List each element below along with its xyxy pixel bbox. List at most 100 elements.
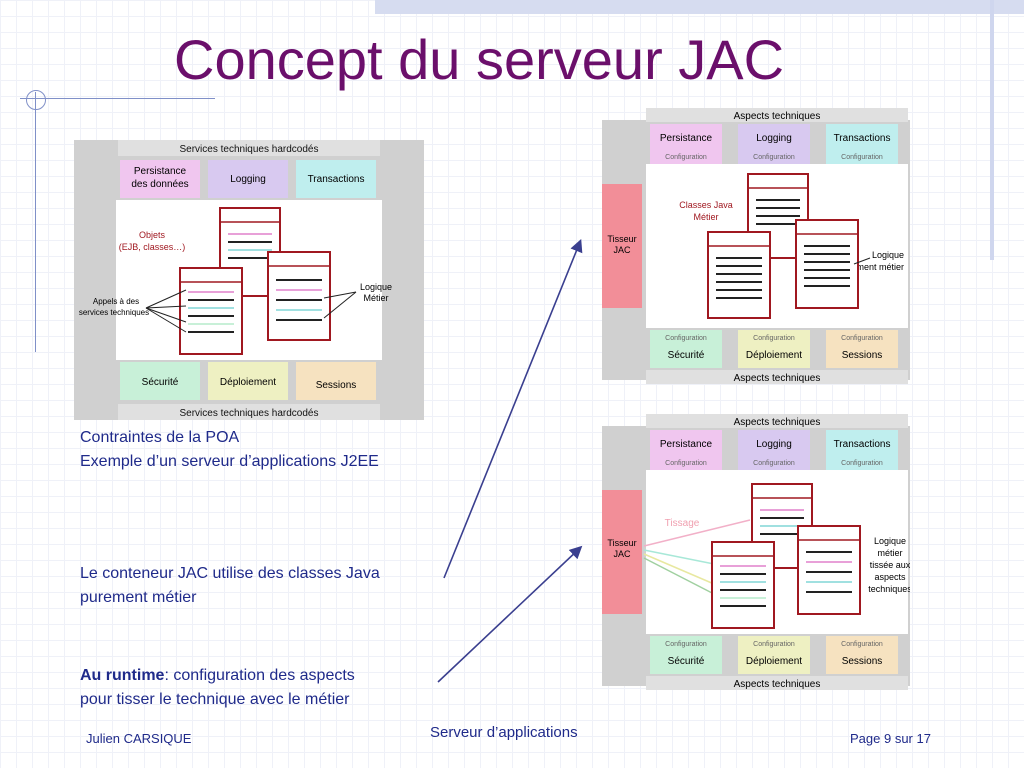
top-band <box>646 108 908 122</box>
aspect-persistance <box>650 430 722 470</box>
footer-title: Serveur d’applications <box>430 724 578 741</box>
logique-label-5: techniques <box>868 584 910 594</box>
diagram-jac-runtime: Aspects techniques Aspects techniques Ti… <box>602 414 910 690</box>
transactions-label: Transactions <box>834 439 891 450</box>
logique-label-2: Métier <box>363 293 388 303</box>
caption-runtime-line1: Au runtime: configuration des aspects <box>80 664 355 688</box>
runtime-bold: Au runtime <box>80 667 165 684</box>
aspect-transactions <box>826 430 898 470</box>
config-label-5: Configuration <box>753 641 795 648</box>
classes-label-2: Métier <box>693 212 718 222</box>
caption-jac-line1: Le conteneur JAC utilise des classes Jav… <box>80 565 380 582</box>
top-band-label: Aspects techniques <box>734 417 821 428</box>
logging-label: Logging <box>230 174 266 185</box>
logique-label-2: métier <box>877 548 902 558</box>
doc-object-2 <box>179 267 243 355</box>
arrow-to-business <box>443 239 583 579</box>
persistance-label-2: des données <box>131 179 188 190</box>
config-label-2: Configuration <box>753 460 795 467</box>
transactions-label: Transactions <box>308 174 365 185</box>
slide-title: Concept du serveur JAC <box>174 28 785 91</box>
caption-poa-line1: Contraintes de la POA <box>80 429 240 446</box>
aspect-persistance <box>650 124 722 164</box>
footer-page: Page 9 sur 17 <box>850 731 931 746</box>
title-rule <box>20 98 215 99</box>
service-deploiement <box>208 362 288 400</box>
footer-author: Julien CARSIQUE <box>86 731 192 746</box>
config-label-5: Configuration <box>753 335 795 342</box>
config-label-6: Configuration <box>841 335 883 342</box>
appels-label-1: Appels à des <box>93 297 139 306</box>
tisseur-label-2: JAC <box>613 549 631 559</box>
logging-label: Logging <box>756 133 792 144</box>
bottom-band <box>646 676 908 690</box>
sessions-label: Sessions <box>842 656 883 667</box>
aspect-deploiement <box>738 330 810 368</box>
config-label-1: Configuration <box>665 154 707 161</box>
config-label-3: Configuration <box>841 460 883 467</box>
right-decor-line <box>990 0 994 260</box>
doc-class-3 <box>795 219 859 309</box>
config-label-6: Configuration <box>841 641 883 648</box>
deploiement-label: Déploiement <box>746 350 802 361</box>
config-label-2: Configuration <box>753 154 795 161</box>
call-arrows <box>145 289 357 333</box>
logique-label-3: tissée aux <box>870 560 910 570</box>
doc-woven-2 <box>711 541 775 629</box>
securite-label: Sécurité <box>142 377 179 388</box>
bottom-band-label: Services techniques hardcodés <box>180 408 319 419</box>
logique-label-1: Logique <box>874 536 906 546</box>
aspect-securite <box>650 636 722 674</box>
top-band-label: Services techniques hardcodés <box>180 144 319 155</box>
config-label-4: Configuration <box>665 335 707 342</box>
arrow-to-runtime <box>437 545 583 683</box>
persistance-label: Persistance <box>660 439 713 450</box>
tisseur-label-1: Tisseur <box>607 234 636 244</box>
logique-label-1: Logique <box>872 250 904 260</box>
aspect-transactions <box>826 124 898 164</box>
aspect-sessions <box>826 330 898 368</box>
tisseur-block <box>602 184 642 308</box>
appels-label-2: services techniques <box>79 308 149 317</box>
tisseur-block <box>602 490 642 614</box>
aspect-securite <box>650 330 722 368</box>
caption-jac-line2: purement métier <box>80 589 197 606</box>
persistance-label-1: Persistance <box>134 166 187 177</box>
top-decor-bar <box>375 0 1024 14</box>
objets-label-1: Objets <box>139 230 166 240</box>
service-securite <box>120 362 200 400</box>
doc-woven-3 <box>797 525 861 615</box>
aspect-logging <box>738 124 810 164</box>
aspect-logging <box>738 430 810 470</box>
logging-label: Logging <box>756 439 792 450</box>
bottom-band-label: Aspects techniques <box>734 373 821 384</box>
service-sessions <box>296 362 376 400</box>
config-label-4: Configuration <box>665 641 707 648</box>
left-decor-line <box>35 92 36 352</box>
logique-pointer <box>853 257 871 265</box>
diagram-jac-business: Aspects techniques Aspects techniques Ti… <box>602 108 910 384</box>
service-logging <box>208 160 288 198</box>
doc-object-3 <box>267 251 331 341</box>
logique-label-1: Logique <box>360 282 392 292</box>
top-band <box>118 140 380 156</box>
doc-class-2 <box>707 231 771 319</box>
deploiement-label: Déploiement <box>746 656 802 667</box>
top-band <box>646 414 908 428</box>
securite-label: Sécurité <box>668 656 705 667</box>
bottom-band-label: Aspects techniques <box>734 679 821 690</box>
bottom-band <box>646 370 908 384</box>
aspect-deploiement <box>738 636 810 674</box>
tisseur-label-1: Tisseur <box>607 538 636 548</box>
objets-label-2: (EJB, classes…) <box>119 242 186 252</box>
persistance-label: Persistance <box>660 133 713 144</box>
tissage-label: Tissage <box>665 518 700 529</box>
caption-runtime-line2: pour tisser le technique avec le métier <box>80 691 350 708</box>
caption-poa-line2: Exemple d’un serveur d’applications J2EE <box>80 453 379 470</box>
sessions-label: Sessions <box>316 380 357 391</box>
service-transactions <box>296 160 376 198</box>
service-persistance <box>120 160 200 198</box>
config-label-1: Configuration <box>665 460 707 467</box>
bottom-band <box>118 404 380 420</box>
logique-label-4: aspects <box>874 572 906 582</box>
